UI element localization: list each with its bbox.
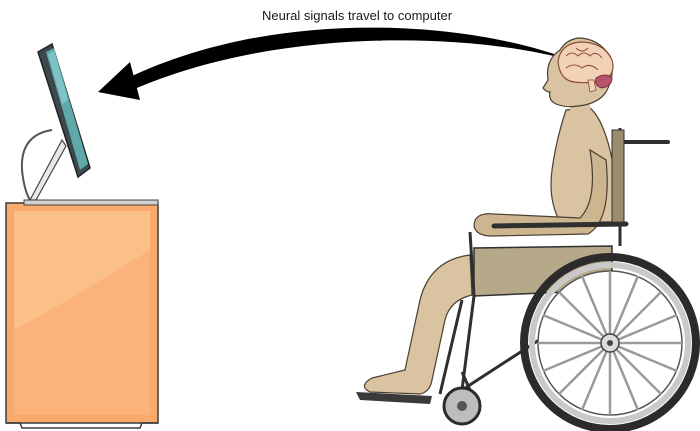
desk (5, 202, 159, 429)
chair-footrest-bar (438, 299, 464, 395)
brain-stem (587, 79, 597, 93)
computer-monitor-icon (20, 42, 159, 206)
front-caster (442, 371, 482, 426)
signal-arrow-shaft (128, 27, 554, 90)
signal-arrow (98, 27, 554, 100)
monitor-cable (20, 129, 53, 201)
wheelchair-icon (356, 128, 700, 431)
rear-wheel (520, 253, 700, 431)
signal-caption: Neural signals travel to computer (262, 8, 453, 23)
chair-footrest (356, 392, 432, 404)
person-arm (473, 148, 608, 237)
brain-cerebrum (557, 41, 614, 84)
person-leg (363, 254, 473, 395)
person (363, 37, 616, 395)
signal-arrow-head (98, 62, 140, 100)
monitor-screen-shine (48, 51, 68, 104)
monitor-stand (29, 138, 67, 201)
brain-folds (565, 47, 603, 71)
brain-cerebellum (595, 74, 613, 89)
desk-shine (14, 211, 150, 330)
chair-back-pad (611, 129, 625, 225)
chair-armrest (491, 221, 629, 229)
brain-icon (557, 41, 614, 93)
desk-foot (6, 422, 158, 429)
monitor-base (23, 199, 159, 206)
chair-arm-front (468, 231, 476, 297)
